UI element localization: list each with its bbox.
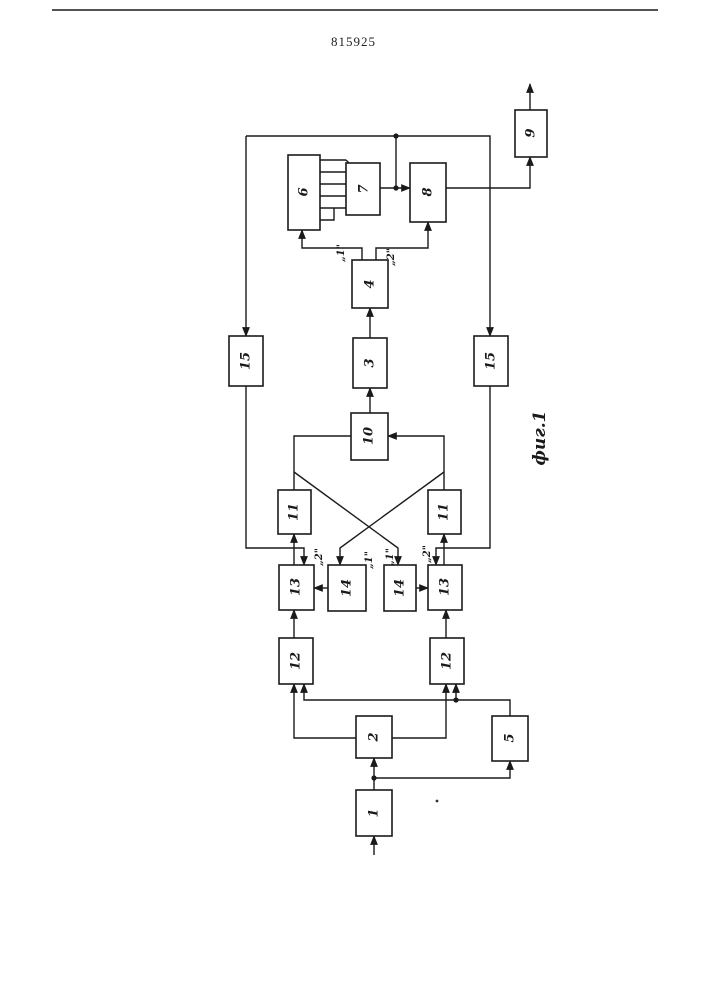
block-label: 5 [503,733,518,742]
block-1: 1 [356,790,392,836]
block-label: 11 [437,503,452,521]
block-14-left: 14 [328,565,366,611]
port-mark-2-block4: „2" [386,248,397,266]
block-3: 3 [353,338,387,388]
block-14-right: 14 [384,565,416,611]
block-11-left: 11 [278,490,311,534]
block-label: 1 [367,808,382,817]
port-mark-2-left13: „2" [314,548,325,566]
port-mark-1-left14: „1" [364,551,375,569]
block-15-right: 15 [474,336,508,386]
block-label: 15 [484,352,499,370]
block-label: 15 [239,352,254,370]
block-10: 10 [351,413,388,460]
block-label: 6 [297,187,312,196]
block-7: 7 [346,163,380,215]
block-5: 5 [492,716,528,761]
block-label: 12 [440,652,455,670]
port-mark-1-right14: „1" [385,548,396,566]
block-4: 4 [352,260,388,308]
block-13-right: 13 [428,565,462,610]
block-label: 13 [438,578,453,596]
block-6: 6 [288,155,320,230]
block-12-right: 12 [430,638,464,684]
block-label: 11 [287,503,302,521]
port-mark-1-block4: „1" [336,244,347,262]
block-label: 14 [393,579,408,597]
block-label: 7 [357,184,372,193]
block-label: 3 [363,358,378,367]
block-label: 9 [524,128,539,137]
block-15-left: 15 [229,336,263,386]
block-label: 2 [367,732,382,742]
block-13-left: 13 [279,565,314,610]
block-label: 4 [363,279,378,288]
block-label: 13 [289,578,304,596]
port-mark-2-right13: „2" [422,545,433,563]
block-label: 10 [362,427,377,445]
scan-speck [436,800,439,803]
block-8: 8 [410,163,446,222]
figure-caption: фиг.1 [530,410,550,465]
block-12-left: 12 [279,638,313,684]
block-9: 9 [515,110,547,157]
block-11-right: 11 [428,490,461,534]
block-label: 14 [340,579,355,597]
block-label: 12 [289,652,304,670]
block-label: 8 [421,187,436,196]
block-2: 2 [356,716,392,758]
